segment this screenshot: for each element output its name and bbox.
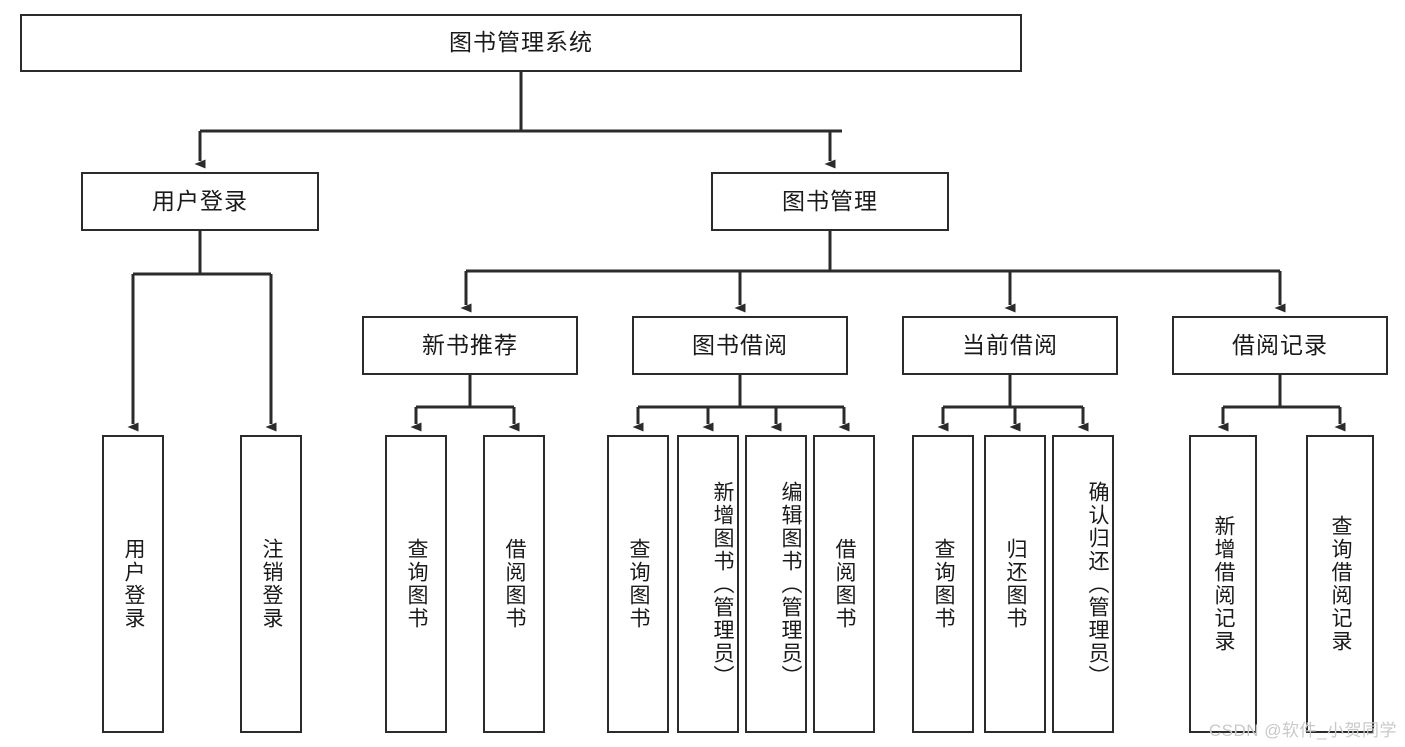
- leaf-query-book-borrow[interactable]: 查询图书: [607, 435, 669, 733]
- leaf-edit-book-admin[interactable]: 编辑图书（管理员）: [745, 435, 807, 733]
- leaf-borrow-book-recommend[interactable]: 借阅图书: [483, 435, 545, 733]
- node-root[interactable]: 图书管理系统: [20, 14, 1022, 72]
- leaf-confirm-return-admin[interactable]: 确认归还（管理员）: [1052, 435, 1114, 733]
- leaf-borrow-book[interactable]: 借阅图书: [813, 435, 875, 733]
- leaf-add-borrow-record[interactable]: 新增借阅记录: [1189, 435, 1257, 733]
- leaf-query-book-current[interactable]: 查询图书: [912, 435, 974, 733]
- node-current-borrow[interactable]: 当前借阅: [902, 316, 1118, 375]
- node-new-book-recommend[interactable]: 新书推荐: [362, 316, 578, 375]
- csdn-watermark: CSDN @软件_小贺同学: [1208, 721, 1397, 740]
- leaf-query-book-recommend[interactable]: 查询图书: [385, 435, 447, 733]
- node-borrow-record[interactable]: 借阅记录: [1172, 316, 1388, 375]
- leaf-return-book[interactable]: 归还图书: [984, 435, 1046, 733]
- node-user-login[interactable]: 用户登录: [81, 172, 319, 231]
- node-book-borrow[interactable]: 图书借阅: [632, 316, 848, 375]
- node-book-management[interactable]: 图书管理: [711, 172, 949, 231]
- leaf-user-login[interactable]: 用户登录: [102, 435, 164, 733]
- leaf-add-book-admin[interactable]: 新增图书（管理员）: [677, 435, 739, 733]
- leaf-logout[interactable]: 注销登录: [240, 435, 302, 733]
- leaf-query-borrow-record[interactable]: 查询借阅记录: [1306, 435, 1374, 733]
